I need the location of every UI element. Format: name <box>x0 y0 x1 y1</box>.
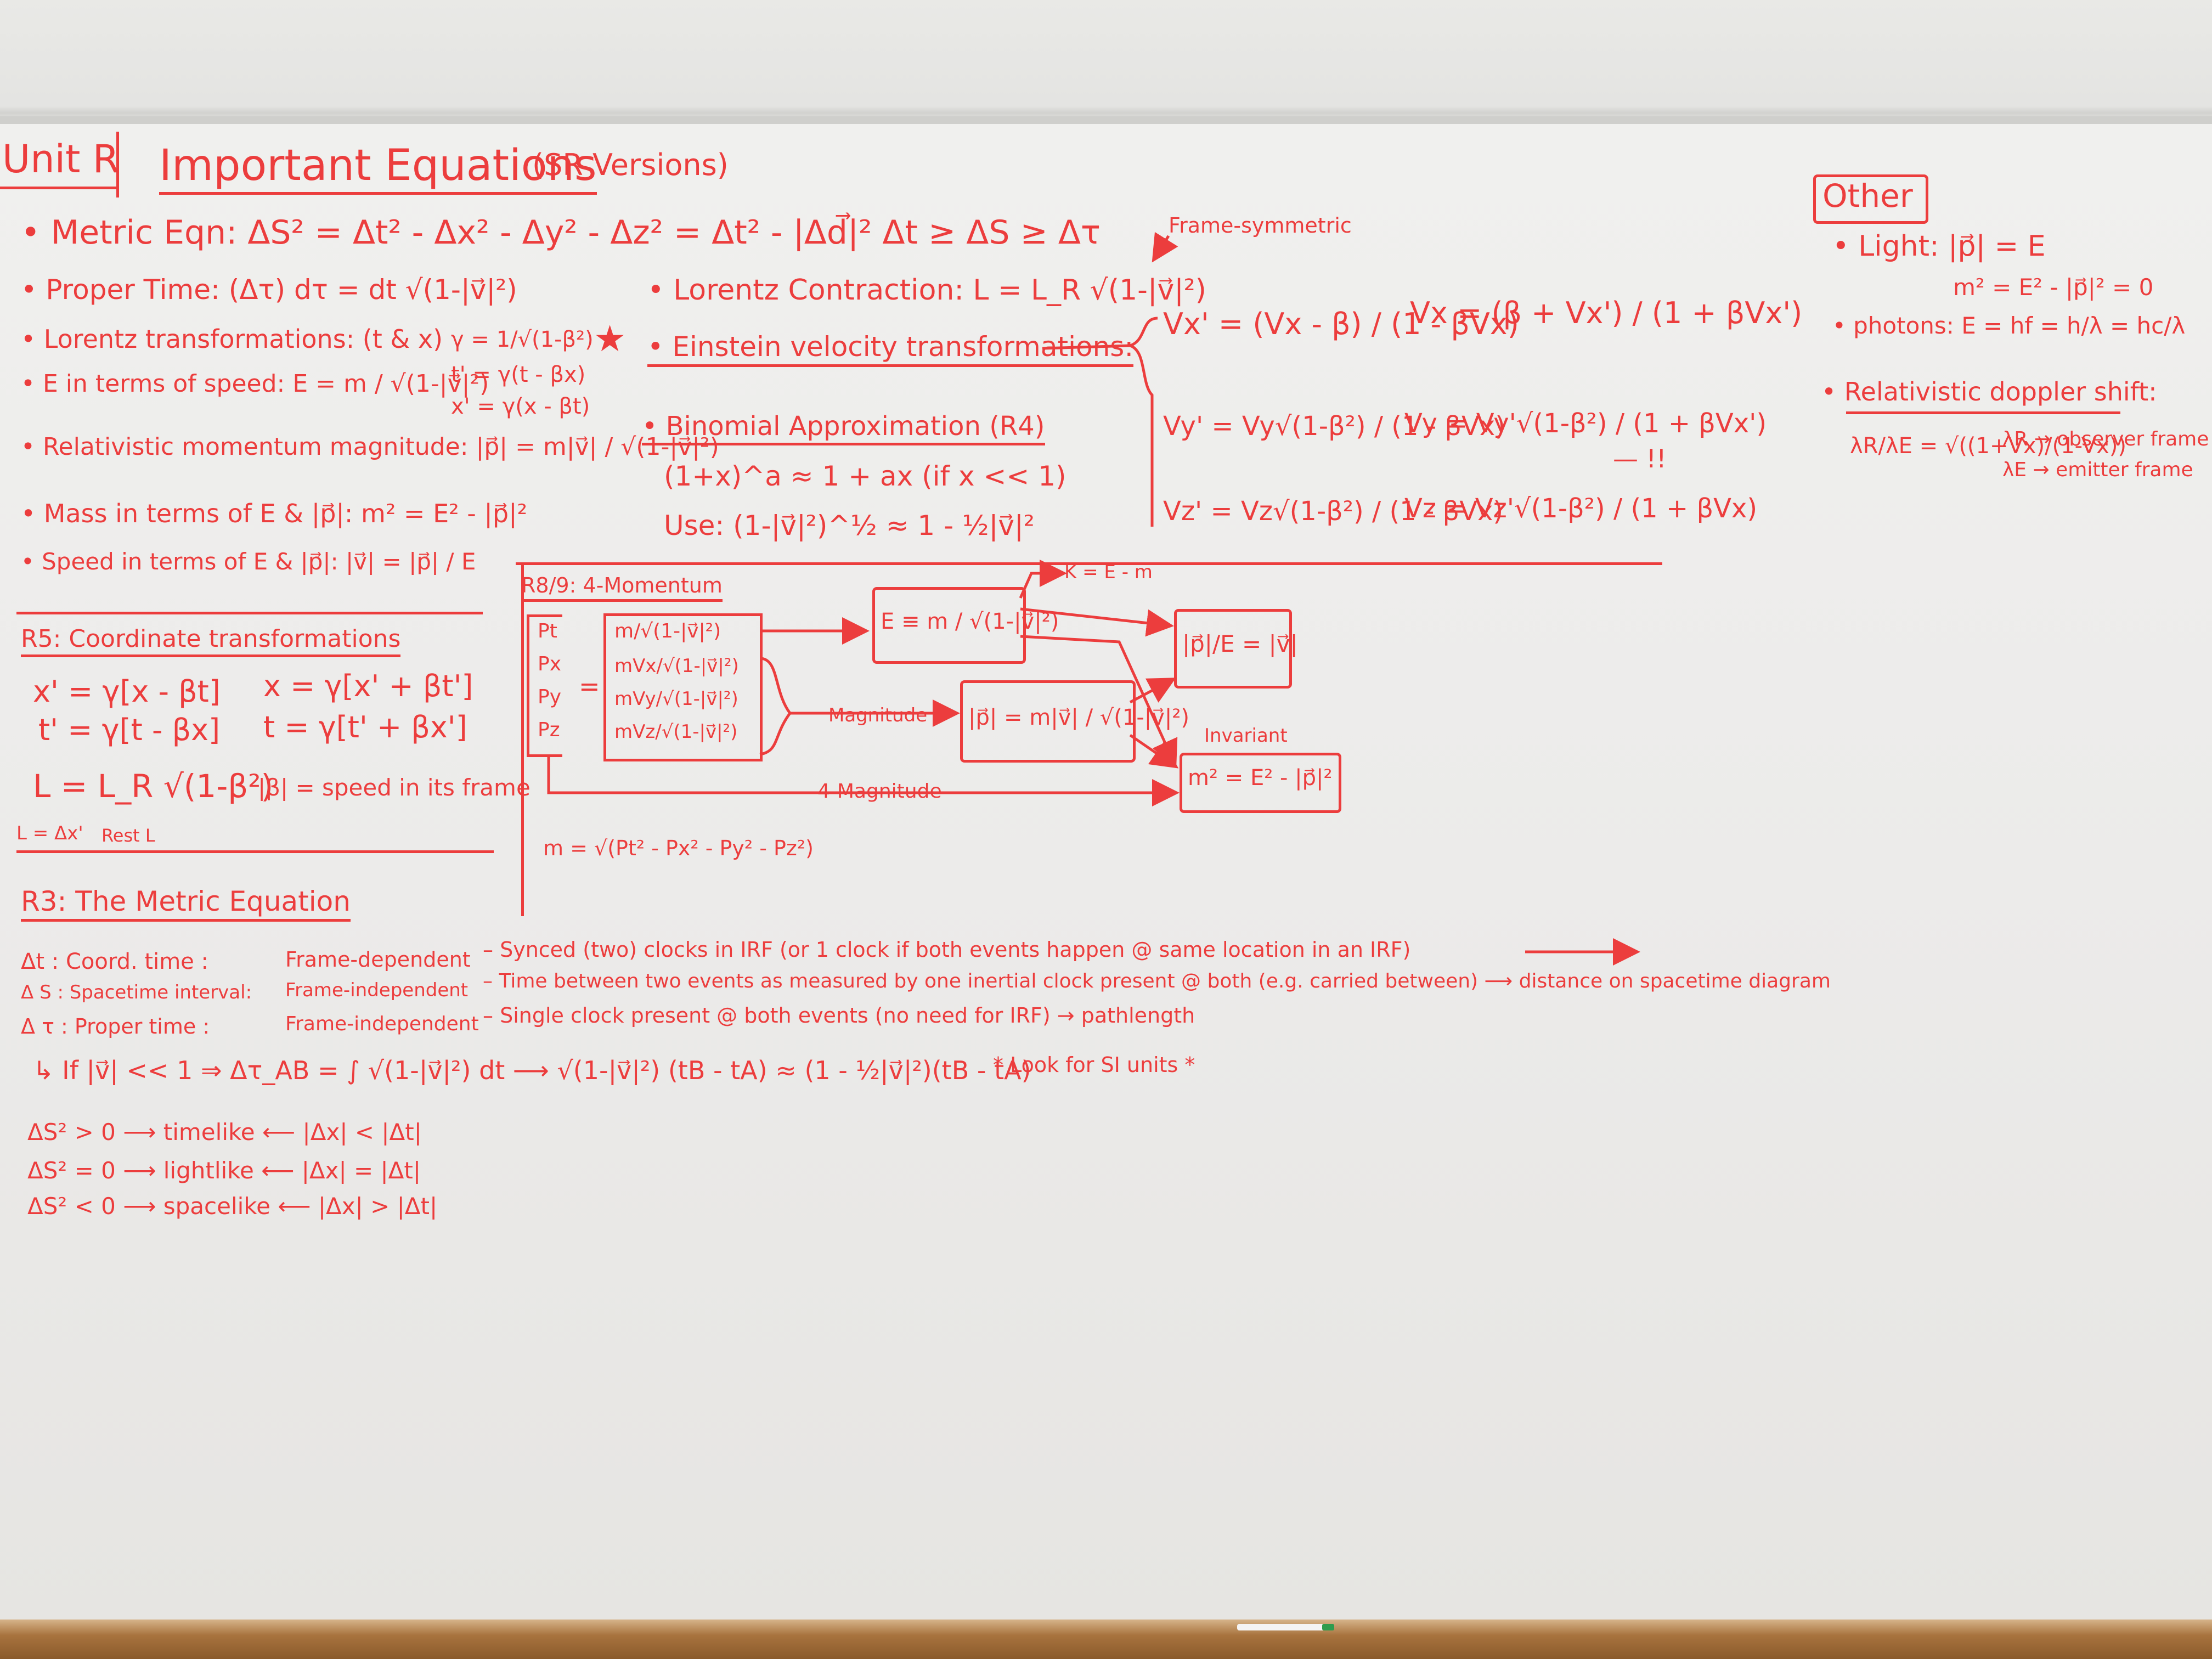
r8-invariant: Invariant <box>1204 725 1288 747</box>
r3-dtau-frame: Frame-independent <box>285 1013 479 1035</box>
r5-x: x = γ[x' + βt'] <box>263 669 473 703</box>
r5-title: R5: Coordinate transformations <box>21 625 401 657</box>
einstein-velocity-label: • Einstein velocity transformations: <box>647 331 1134 367</box>
r5-x-prime: x' = γ[x - βt] <box>33 674 221 709</box>
r8-kinetic: K = E - m <box>1064 561 1153 583</box>
r5-rest-note: Rest L <box>101 825 155 846</box>
light-momentum: • Light: |p⃗| = E <box>1832 230 2046 263</box>
r8-title: R8/9: 4-Momentum <box>521 573 723 602</box>
r5-top-line <box>16 612 483 614</box>
lorentz-gamma: γ = 1/√(1-β²) <box>451 327 594 352</box>
other-title: Other <box>1822 177 1913 215</box>
other-title-box <box>1813 174 1928 224</box>
r3-dt-desc: – Synced (two) clocks in IRF (or 1 clock… <box>483 938 1411 962</box>
r3-dtau-desc: – Single clock present @ both events (no… <box>483 1003 1195 1028</box>
r8-energy: E ≡ m / √(1-|v⃗|²) <box>881 609 1059 634</box>
r5-t-prime: t' = γ[t - βx] <box>38 713 221 747</box>
vy-prime: Vy' = Vy√(1-β²) / (1 - βVx) <box>1163 411 1505 442</box>
r8-p-over-E: |p⃗|/E = |v⃗| <box>1182 630 1298 657</box>
vy: Vy = Vy'√(1-β²) / (1 + βVx') <box>1404 408 1767 439</box>
vz-prime: Vz' = Vz√(1-β²) / (1 - βVx) <box>1163 496 1504 527</box>
energy-speed: • E in terms of speed: E = m / √(1-|v⃗|²… <box>21 370 489 398</box>
r8-vector-bracket <box>527 614 562 757</box>
marker-tray <box>0 1620 2212 1659</box>
light-mass: m² = E² - |p⃗|² = 0 <box>1953 274 2154 301</box>
r3-ds-frame: Frame-independent <box>285 979 469 1001</box>
speed-from-E-p: • Speed in terms of E & |p⃗|: |v⃗| = |p⃗… <box>21 548 476 575</box>
r5-beta-note: |β| = speed in its frame <box>258 774 531 801</box>
whiteboard <box>0 116 2212 1628</box>
r5-l-note: L = Δx' <box>16 822 83 844</box>
r3-lightlike: ΔS² = 0 ⟶ lightlike ⟵ |Δx| = |Δt| <box>27 1157 421 1184</box>
unit-divider <box>116 132 119 198</box>
r8-comp-y: mVy/√(1-|v⃗|²) <box>614 688 738 710</box>
page-subtitle: (SR Versions) <box>532 148 729 182</box>
r8-pt: Pt <box>538 620 557 642</box>
r3-dtau-label: Δ τ : Proper time : <box>21 1014 210 1039</box>
page-title: Important Equations <box>159 141 597 195</box>
lorentz-contraction: • Lorentz Contraction: L = L_R √(1-|v⃗|²… <box>647 274 1206 307</box>
r8-four-magnitude: 4-Magnitude <box>817 780 942 803</box>
r8-comp-t: m/√(1-|v⃗|²) <box>614 620 721 642</box>
r8-pz: Pz <box>538 719 560 741</box>
unit-label: Unit R <box>2 137 120 182</box>
r3-dt-label: Δt : Coord. time : <box>21 949 208 974</box>
r8-p-over-E-box <box>1174 609 1292 689</box>
star-mark: ★ <box>594 318 627 360</box>
lambda-r-note: λR → observer frame <box>2002 428 2209 450</box>
r3-timelike: ΔS² > 0 ⟶ timelike ⟵ |Δx| < |Δt| <box>27 1119 422 1146</box>
r8-comp-z: mVz/√(1-|v⃗|²) <box>614 721 738 743</box>
r5-t: t = γ[t' + βx'] <box>263 710 467 744</box>
r5-contraction: L = L_R √(1-β²) <box>33 768 274 805</box>
vz: Vz = Vz'√(1-β²) / (1 + βVx) <box>1404 493 1758 524</box>
r8-magnitude-label: Magnitude <box>828 704 928 726</box>
binomial-equation: (1+x)^a ≈ 1 + ax (if x << 1) <box>664 460 1066 492</box>
doppler-title: • Relativistic doppler shift: <box>1821 377 2157 407</box>
r8-momentum: |p⃗| = m|v⃗| / √(1-|v⃗|²) <box>968 705 1190 730</box>
binomial-use: Use: (1-|v⃗|²)^½ ≈ 1 - ½|v⃗|² <box>664 510 1035 541</box>
lorentz-t: t' = γ(t - βx) <box>451 362 586 387</box>
r8-px: Px <box>538 653 562 675</box>
r3-dt-frame: Frame-dependent <box>285 947 471 972</box>
r8-py: Py <box>538 686 562 708</box>
lorentz-x: x' = γ(x - βt) <box>451 394 590 419</box>
r3-si-note: * Look for SI units * <box>993 1053 1195 1077</box>
r3-ds-label: Δ S : Spacetime interval: <box>21 981 252 1003</box>
mass-from-E-p: • Mass in terms of E & |p⃗|: m² = E² - |… <box>21 499 528 528</box>
metric-equation: • Metric Eqn: ΔS² = Δt² - Δx² - Δy² - Δz… <box>21 213 1101 252</box>
r8-mass-box <box>1180 753 1341 813</box>
proper-time: • Proper Time: (Δτ) dτ = dt √(1-|v⃗|²) <box>21 274 517 306</box>
r3-ds-desc: – Time between two events as measured by… <box>483 970 1831 992</box>
velocity-section-line <box>516 562 1662 565</box>
marker-cap <box>1322 1624 1334 1630</box>
r3-title: R3: The Metric Equation <box>21 885 351 922</box>
photon-energy: • photons: E = hf = h/λ = hc/λ <box>1832 312 2186 339</box>
doppler-equation: λR/λE = √((1+Vx)/(1-Vx)) <box>1850 433 2127 459</box>
r8-comp-x: mVx/√(1-|v⃗|²) <box>614 655 739 677</box>
r8-mass: m² = E² - |p⃗|² <box>1188 765 1333 791</box>
doppler-underline <box>1846 411 2120 414</box>
frame-symmetric-note: Frame-symmetric <box>1169 213 1352 238</box>
r5-bottom-line <box>16 850 494 853</box>
relativistic-momentum: • Relativistic momentum magnitude: |p⃗| … <box>21 433 719 461</box>
r8-mass-components: m = √(Pt² - Px² - Py² - Pz²) <box>543 836 814 860</box>
velocity-note: — !! <box>1613 444 1667 473</box>
unit-underline <box>0 187 118 189</box>
binomial-title: • Binomial Approximation (R4) <box>642 411 1045 446</box>
vx-prime: Vx' = (Vx - β) / (1 - βVx) <box>1163 307 1519 341</box>
r8-left-border <box>521 565 524 916</box>
marker <box>1237 1624 1325 1630</box>
lambda-e-note: λE → emitter frame <box>2002 459 2193 481</box>
lorentz-transformations-label: • Lorentz transformations: (t & x) <box>21 324 443 354</box>
r3-spacelike: ΔS² < 0 ⟶ spacelike ⟵ |Δx| > |Δt| <box>27 1193 438 1220</box>
r3-proper-time-approx: ↳ If |v⃗| << 1 ⇒ Δτ_AB = ∫ √(1-|v⃗|²) dt… <box>33 1056 1031 1085</box>
r8-equals: = <box>579 672 600 701</box>
vx: Vx = (β + Vx') / (1 + βVx') <box>1410 296 1803 330</box>
